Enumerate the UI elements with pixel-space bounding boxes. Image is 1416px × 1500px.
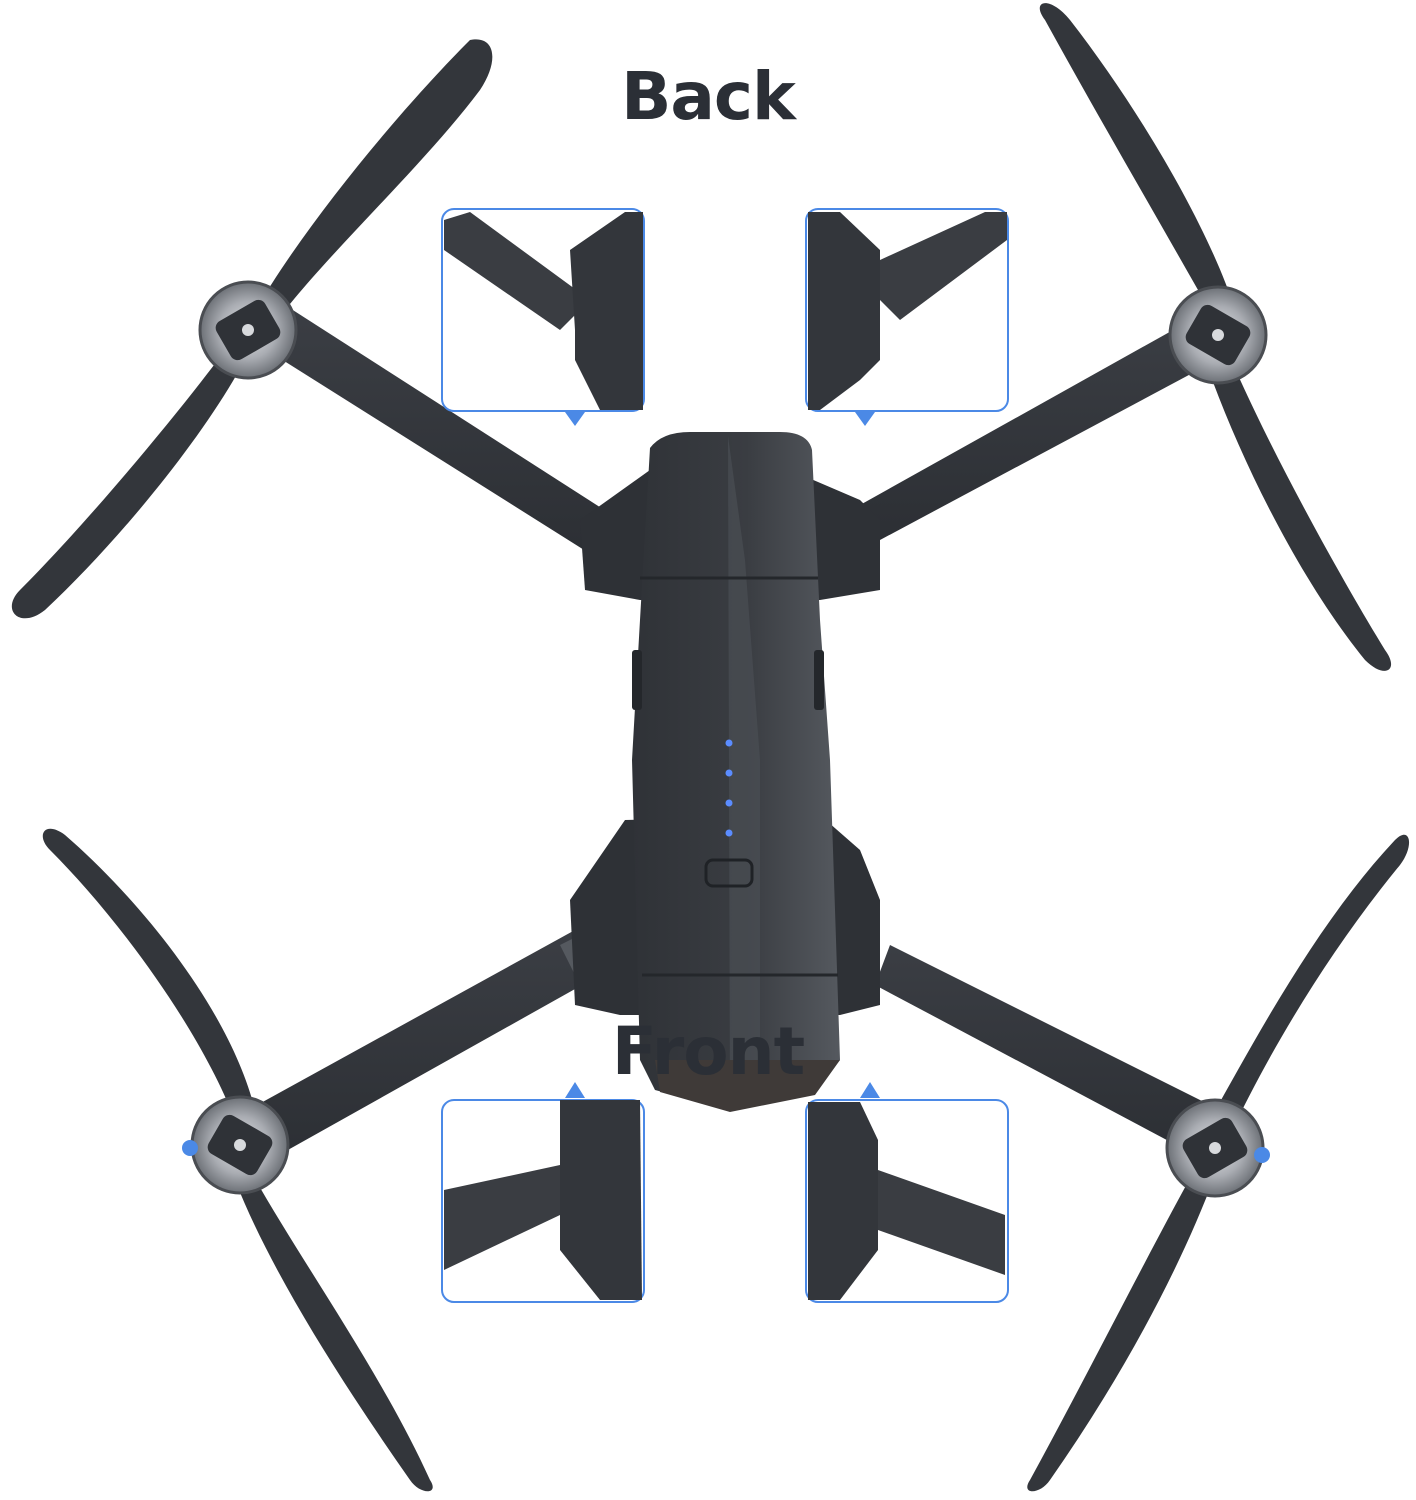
- battery-led: [725, 739, 733, 747]
- arm-back-right: [860, 315, 1245, 540]
- back-label: Back: [621, 58, 796, 135]
- drone-body: [570, 432, 880, 1112]
- arm-detail-back-left-icon: [441, 208, 645, 426]
- arm-back-left: [235, 305, 620, 560]
- motor-front-left: [182, 1095, 290, 1195]
- motor-back-left: [198, 280, 298, 380]
- arm-detail-front-left-icon: [441, 1082, 645, 1303]
- front-label: Front: [611, 1013, 805, 1090]
- propeller-back-right: [1039, 3, 1392, 671]
- propeller-front-left: [42, 828, 433, 1492]
- propeller-front-right: [1027, 834, 1410, 1492]
- arm-detail-back-right-icon: [805, 208, 1009, 426]
- arm-front-right: [875, 945, 1230, 1155]
- arm-detail-front-right-icon: [805, 1082, 1009, 1303]
- battery-led-indicators: [725, 739, 733, 837]
- battery-power-button[interactable]: [704, 858, 754, 888]
- battery-led: [725, 769, 733, 777]
- motor-back-right: [1168, 285, 1268, 385]
- motor-front-right: [1165, 1098, 1270, 1198]
- propeller-back-left: [11, 39, 493, 619]
- battery-led: [725, 799, 733, 807]
- battery-led: [725, 829, 733, 837]
